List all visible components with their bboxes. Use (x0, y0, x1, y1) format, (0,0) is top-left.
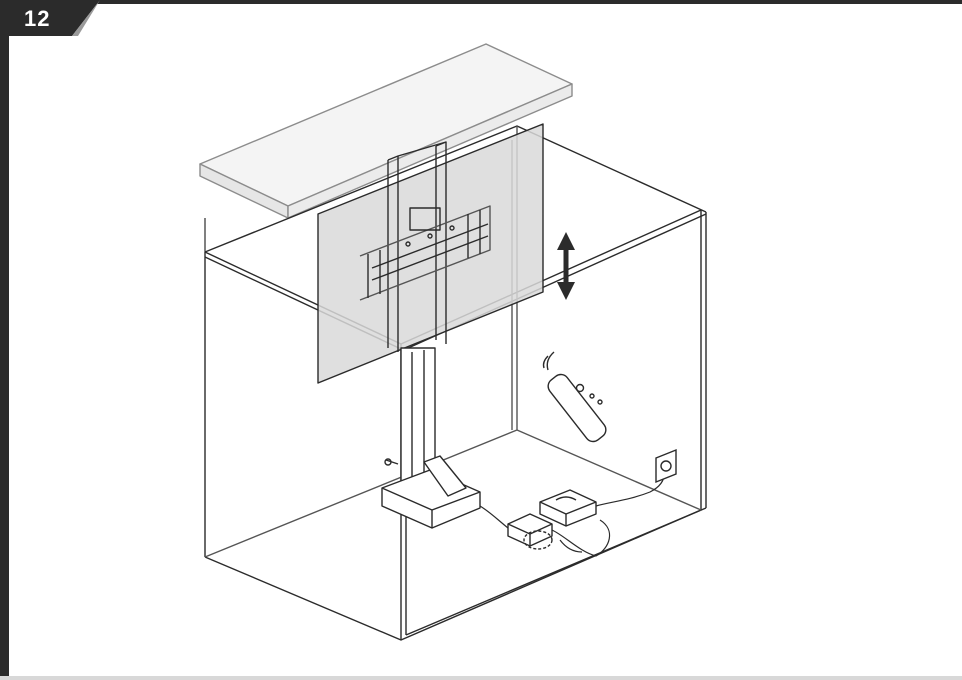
left-border (0, 0, 9, 680)
tv-screen (317, 123, 544, 384)
power-adapter (507, 513, 553, 550)
double-arrow-icon (557, 232, 575, 300)
bottom-border (0, 676, 962, 680)
cabinet-lid (199, 43, 573, 219)
tv-mount-bracket (359, 205, 491, 301)
top-border (0, 0, 962, 4)
step-tab (0, 0, 100, 36)
control-box (539, 489, 597, 527)
step-number: 12 (24, 6, 51, 31)
wall-socket-icon (655, 448, 677, 484)
remote-control-icon (542, 351, 607, 443)
lift-base (381, 455, 481, 529)
